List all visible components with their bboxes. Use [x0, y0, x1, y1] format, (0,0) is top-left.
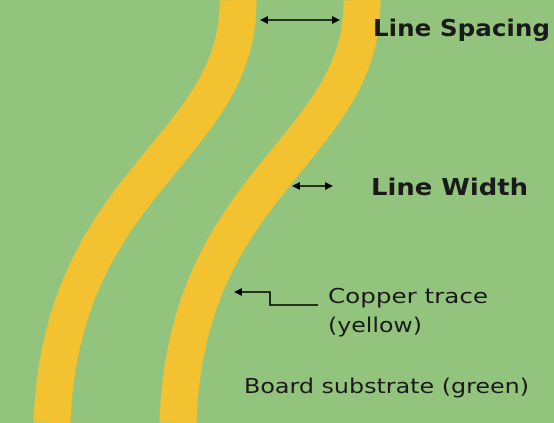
copper-trace-right [159, 0, 381, 423]
copper-trace-left [33, 0, 257, 423]
copper-trace-leader [234, 288, 318, 306]
line-width-label: Line Width [371, 175, 528, 201]
copper-trace-label-line2: (yellow) [328, 313, 422, 337]
copper-trace-label-line1: Copper trace [328, 284, 488, 308]
board-substrate-label: Board substrate (green) [244, 374, 529, 398]
line-spacing-label: Line Spacing [373, 16, 550, 42]
